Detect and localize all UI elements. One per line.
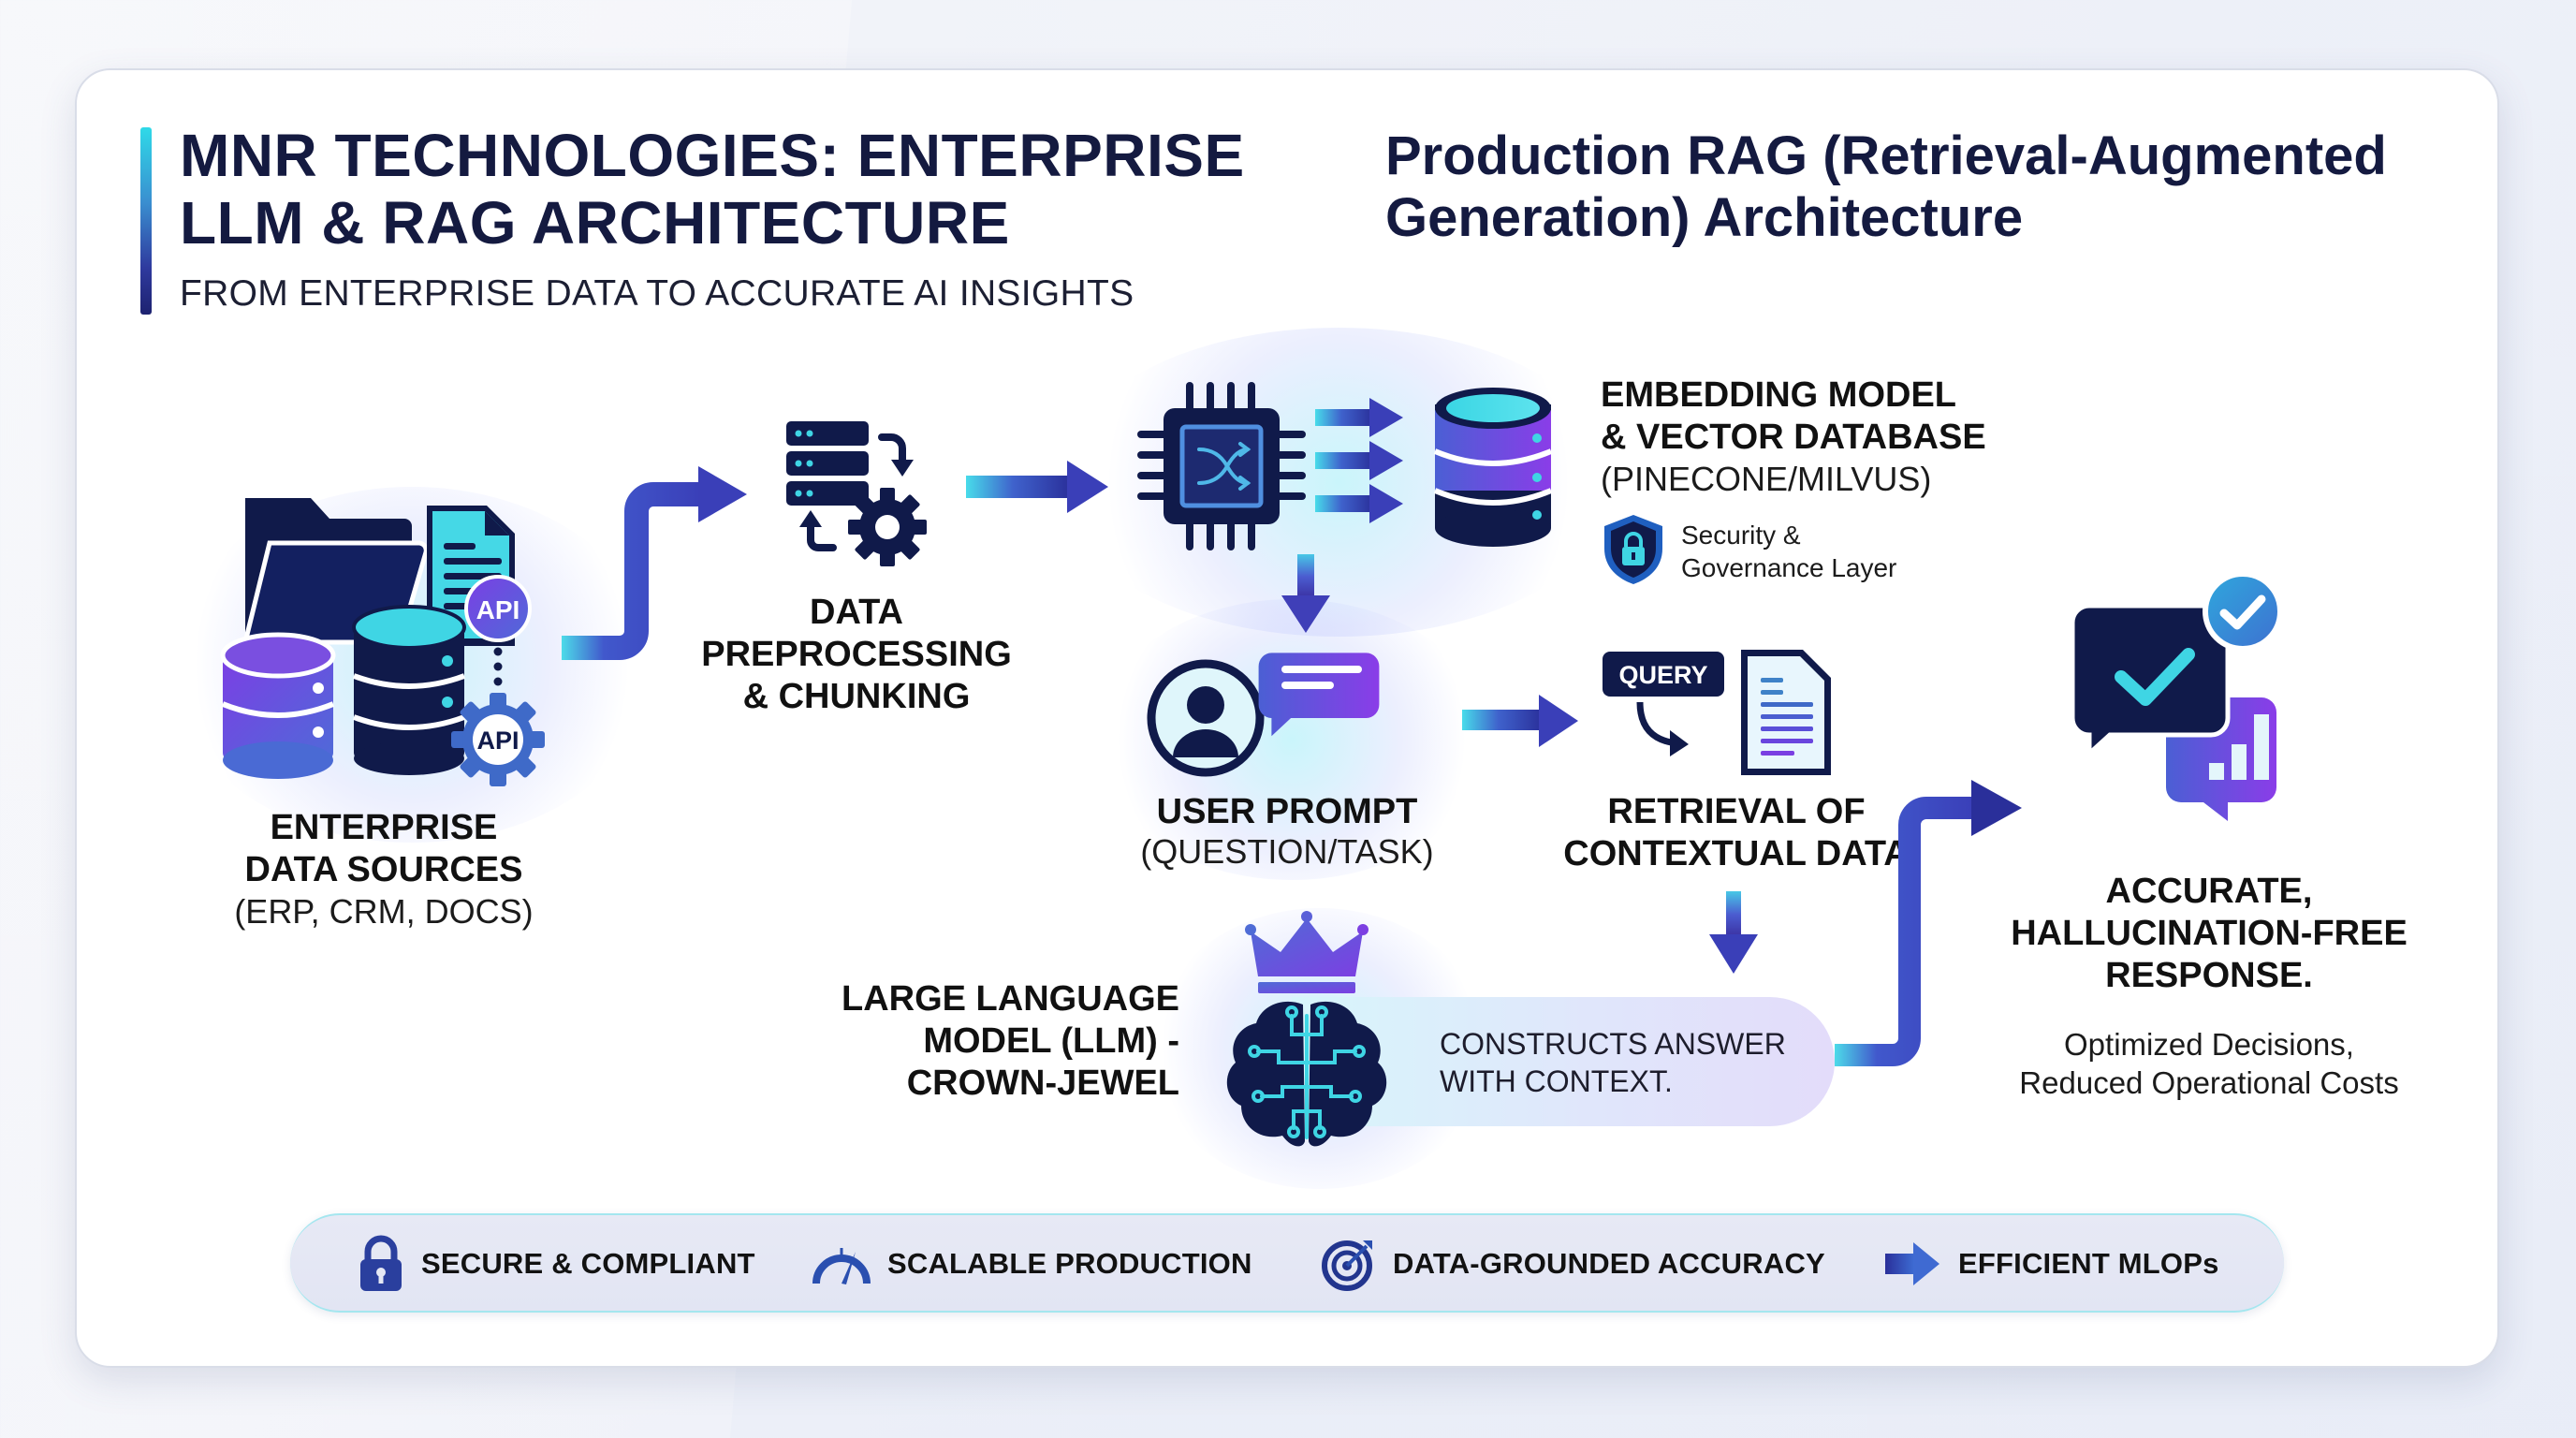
- flow-arrow-embedding-to-prompt: [1278, 554, 1334, 635]
- api-gear-icon: API: [451, 693, 545, 786]
- user-prompt-icon-group: [1147, 651, 1446, 782]
- title-accent-bar: [140, 127, 152, 315]
- data-sources-icon-group: API API: [215, 487, 571, 786]
- data-sources-detail: (ERP, CRM, DOCS): [234, 892, 534, 931]
- llm-icon-group: [1213, 903, 1400, 1156]
- api-badge-icon: API: [464, 575, 532, 686]
- response-detail: Optimized Decisions, Reduced Operational…: [1984, 1025, 2434, 1102]
- benefit-label: SCALABLE PRODUCTION: [887, 1247, 1252, 1280]
- page-title: MNR TECHNOLOGIES: ENTERPRISE LLM & RAG A…: [180, 122, 1303, 257]
- arrow-right-icon: [1883, 1240, 1941, 1287]
- flow-arrow-sources-to-preprocessing: [562, 449, 758, 674]
- database-icon: [352, 605, 466, 775]
- data-sources-label: ENTERPRISE DATA SOURCES: [197, 807, 571, 891]
- response-icon-group: [2059, 566, 2340, 829]
- output-arrow-3: [1315, 484, 1403, 523]
- svg-text:API: API: [476, 595, 520, 624]
- document-icon: [1741, 650, 1831, 775]
- purple-database-icon: [220, 632, 336, 779]
- llm-description-line-2: WITH CONTEXT.: [1440, 1064, 1673, 1098]
- section-title-line-1: Production RAG (Retrieval-Augmented: [1385, 125, 2387, 186]
- cycle-arrows-icon: [807, 433, 906, 551]
- page-subtitle: FROM ENTERPRISE DATA TO ACCURATE AI INSI…: [180, 273, 1134, 314]
- llm-label-line-2: MODEL (LLM) -: [923, 1021, 1179, 1061]
- security-label-line-1: Security &: [1681, 521, 1801, 550]
- server-stack-icon: [786, 421, 869, 506]
- gear-icon: [848, 488, 927, 566]
- retrieval-label-line-2: CONTEXTUAL DATA: [1563, 834, 1910, 873]
- security-label-line-2: Governance Layer: [1681, 553, 1897, 582]
- preprocessing-label-line-2: PREPROCESSING: [701, 635, 1012, 674]
- benefit-label: DATA-GROUNDED ACCURACY: [1393, 1247, 1825, 1280]
- svg-text:API: API: [476, 726, 519, 755]
- benefits-bar: [290, 1213, 2284, 1313]
- llm-answer-pill: [1292, 997, 1835, 1126]
- flow-arrow-llm-to-response: [1835, 772, 2059, 1072]
- user-avatar-icon: [1147, 659, 1265, 777]
- data-sources-label-line-1: ENTERPRISE: [270, 808, 498, 847]
- retrieval-label: RETRIEVAL OF CONTEXTUAL DATA: [1535, 791, 1938, 875]
- response-label-line-3: RESPONSE.: [2105, 956, 2313, 995]
- preprocessing-label-line-1: DATA: [810, 593, 903, 632]
- chat-check-icon: [2070, 603, 2231, 759]
- circuit-brain-icon: [1226, 1001, 1387, 1147]
- verified-badge-icon: [2203, 571, 2283, 652]
- section-title: Production RAG (Retrieval-Augmented Gene…: [1385, 125, 2490, 249]
- benefit-data-grounded-accuracy: DATA-GROUNDED ACCURACY: [1322, 1237, 1825, 1291]
- page-title-line-2: LLM & RAG ARCHITECTURE: [180, 189, 1010, 257]
- folder-icon: [242, 498, 429, 645]
- svg-text:QUERY: QUERY: [1618, 661, 1707, 689]
- llm-label: LARGE LANGUAGE MODEL (LLM) - CROWN-JEWEL: [824, 978, 1179, 1105]
- embedding-label-line-2: & VECTOR DATABASE: [1601, 418, 1986, 457]
- llm-label-line-3: CROWN-JEWEL: [906, 1064, 1179, 1103]
- retrieval-icon-group: QUERY: [1603, 648, 1846, 779]
- response-detail-line-1: Optimized Decisions,: [2064, 1027, 2354, 1062]
- embedding-detail: (PINECONE/MILVUS): [1601, 460, 1932, 498]
- benefit-label: SECURE & COMPLIANT: [421, 1247, 755, 1280]
- llm-label-line-1: LARGE LANGUAGE: [842, 979, 1179, 1019]
- embedding-label: EMBEDDING MODEL & VECTOR DATABASE: [1601, 374, 1986, 459]
- query-badge-icon: QUERY: [1603, 652, 1724, 756]
- llm-description: CONSTRUCTS ANSWER WITH CONTEXT.: [1440, 1025, 1786, 1100]
- embedding-label-line-1: EMBEDDING MODEL: [1601, 375, 1956, 415]
- speedometer-icon: [812, 1240, 871, 1287]
- shield-lock-icon: [1603, 513, 1664, 586]
- vector-database-icon: [1427, 382, 1559, 550]
- output-arrow-1: [1315, 398, 1403, 437]
- response-label-line-2: HALLUCINATION-FREE: [2011, 914, 2408, 953]
- response-label-line-1: ACCURATE,: [2105, 872, 2313, 911]
- benefit-label: EFFICIENT MLOPs: [1958, 1247, 2219, 1280]
- page-title-line-1: MNR TECHNOLOGIES: ENTERPRISE: [180, 122, 1245, 189]
- target-icon: [1322, 1237, 1376, 1291]
- chip-icon: [1137, 382, 1306, 550]
- flow-arrow-retrieval-to-llm: [1705, 891, 1762, 976]
- flow-arrow-prompt-to-retrieval: [1462, 693, 1584, 749]
- response-detail-line-2: Reduced Operational Costs: [2019, 1065, 2399, 1100]
- preprocessing-icon-group: [777, 417, 945, 566]
- chat-bubble-icon: [1258, 653, 1380, 737]
- benefit-efficient-mlops: EFFICIENT MLOPs: [1883, 1238, 2219, 1290]
- padlock-icon: [358, 1235, 404, 1293]
- security-governance-label: Security & Governance Layer: [1681, 519, 1896, 584]
- llm-description-line-1: CONSTRUCTS ANSWER: [1440, 1027, 1786, 1061]
- response-label: ACCURATE, HALLUCINATION-FREE RESPONSE.: [1984, 871, 2434, 997]
- benefit-secure-compliant: SECURE & COMPLIANT: [358, 1235, 755, 1293]
- user-prompt-detail: (QUESTION/TASK): [1140, 832, 1434, 871]
- output-arrow-2: [1315, 441, 1403, 480]
- embedding-output-arrows: [1315, 398, 1409, 529]
- section-title-line-2: Generation) Architecture: [1385, 187, 2024, 248]
- crown-icon: [1245, 911, 1368, 993]
- preprocessing-label-line-3: & CHUNKING: [742, 677, 971, 716]
- data-sources-label-line-2: DATA SOURCES: [244, 850, 523, 889]
- user-prompt-label: USER PROMPT: [1156, 792, 1418, 831]
- retrieval-label-line-1: RETRIEVAL OF: [1607, 792, 1866, 831]
- benefit-scalable-production: SCALABLE PRODUCTION: [812, 1238, 1252, 1290]
- preprocessing-label: DATA PREPROCESSING & CHUNKING: [674, 592, 1039, 718]
- flow-arrow-preprocessing-to-embedding: [966, 459, 1116, 515]
